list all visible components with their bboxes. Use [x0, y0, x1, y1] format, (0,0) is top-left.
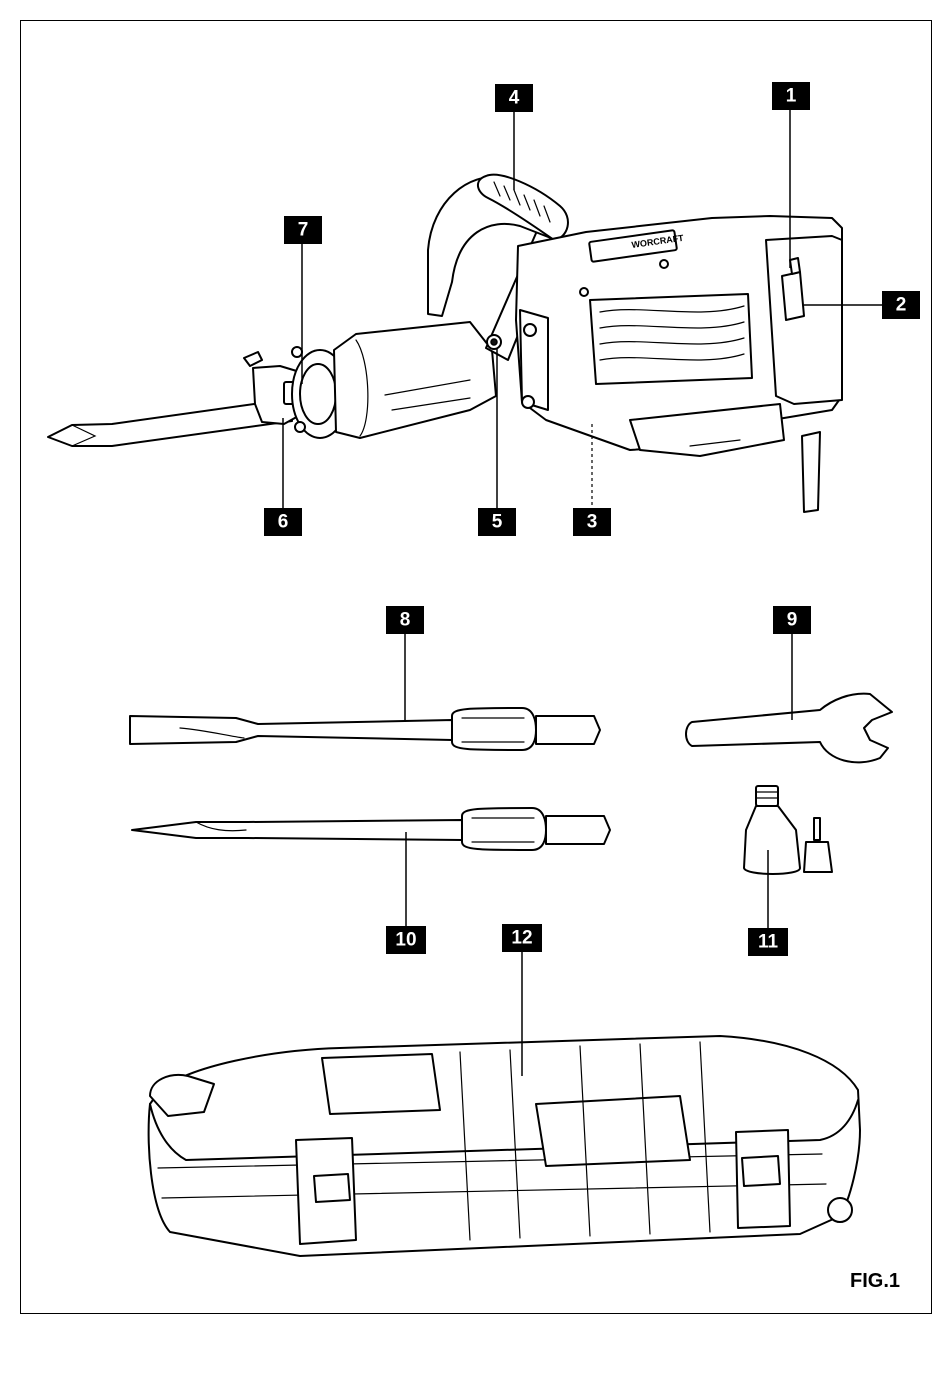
- callout-1: 1: [772, 82, 810, 110]
- callout-11: 11: [748, 928, 788, 956]
- callout-3: 3: [573, 508, 611, 536]
- callout-7: 7: [284, 216, 322, 244]
- carry-case-illustration: [149, 952, 860, 1256]
- callout-9-label: 9: [787, 610, 798, 631]
- callout-11-label: 11: [758, 932, 779, 953]
- callout-1-label: 1: [786, 86, 797, 107]
- callout-3-label: 3: [587, 512, 598, 533]
- callout-10: 10: [386, 926, 426, 954]
- callout-4: 4: [495, 84, 533, 112]
- spanner-illustration: [686, 634, 892, 762]
- callout-4-label: 4: [509, 88, 520, 109]
- callout-6-label: 6: [278, 512, 289, 533]
- callout-5-label: 5: [492, 512, 503, 533]
- demolition-hammer-illustration: WORCRAFT: [48, 175, 842, 512]
- callout-5: 5: [478, 508, 516, 536]
- callout-12-label: 12: [511, 928, 532, 949]
- callout-2-label: 2: [896, 295, 907, 316]
- oil-bottle-illustration: [744, 786, 832, 928]
- callout-6: 6: [264, 508, 302, 536]
- flat-chisel-illustration: [130, 634, 600, 750]
- callout-8: 8: [386, 606, 424, 634]
- callout-12: 12: [502, 924, 542, 952]
- callout-10-label: 10: [395, 930, 416, 951]
- pointed-chisel-illustration: [132, 808, 610, 926]
- callout-9: 9: [773, 606, 811, 634]
- callout-7-label: 7: [298, 220, 309, 241]
- figure-label: FIG.1: [850, 1270, 900, 1293]
- callout-8-label: 8: [400, 610, 411, 631]
- callout-2: 2: [882, 291, 920, 319]
